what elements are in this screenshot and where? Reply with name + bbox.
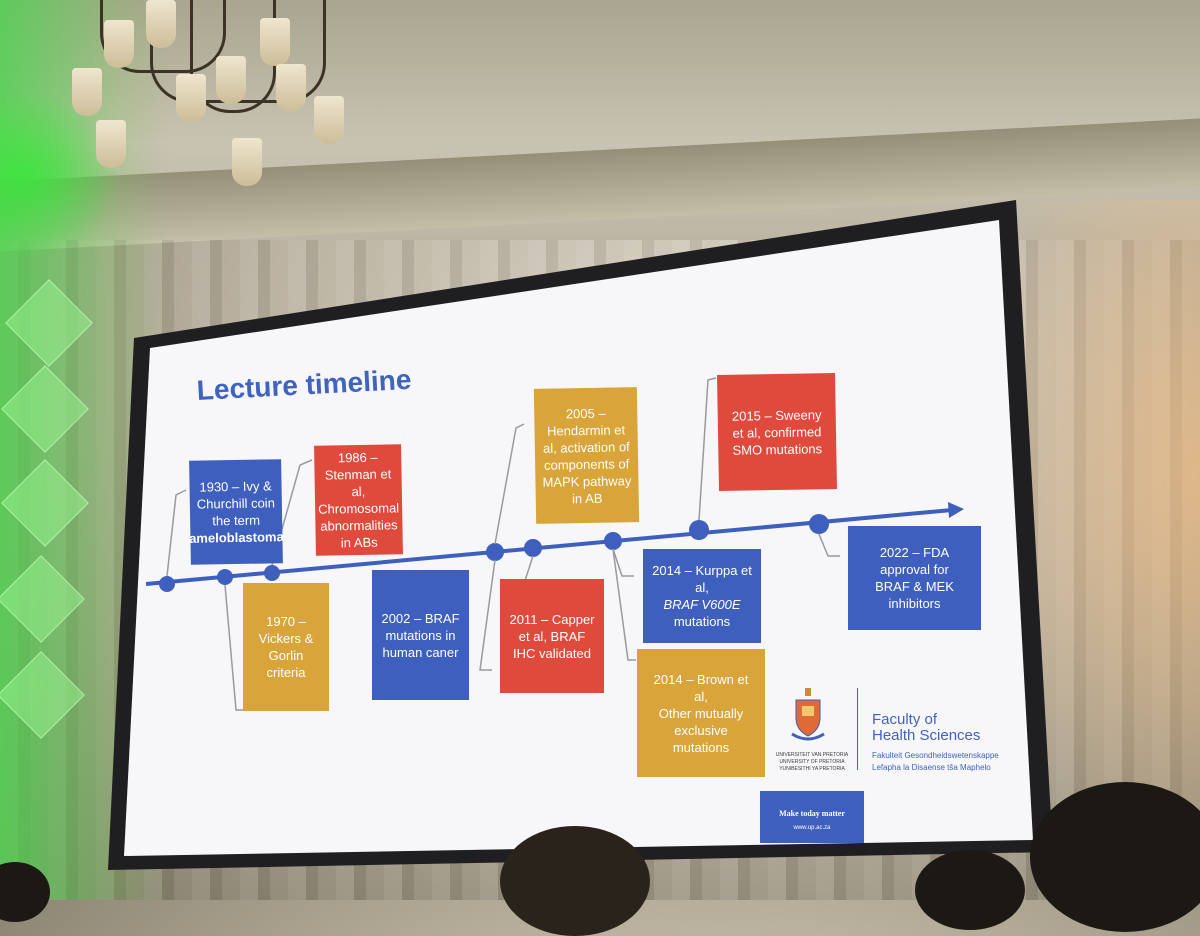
lamp-shade <box>276 64 306 112</box>
timeline-dot <box>689 520 709 540</box>
timeline-dot <box>217 569 233 585</box>
event-1970: 1970 – Vickers & Gorlin criteria <box>243 583 329 711</box>
event-2014-kurppa: 2014 – Kurppa et al, BRAF V600E mutation… <box>643 549 761 643</box>
lamp-shade <box>104 20 134 68</box>
event-2014-brown: 2014 – Brown et al, Other mutually exclu… <box>637 649 765 777</box>
lamp-shade <box>314 96 344 144</box>
event-2022: 2022 – FDA approval for BRAF & MEK inhib… <box>848 526 981 630</box>
lamp-shade <box>216 56 246 104</box>
connector-line <box>166 489 187 577</box>
event-1930: 1930 – Ivy & Churchill coin the term ame… <box>189 459 284 565</box>
audience-head <box>915 850 1025 930</box>
lamp-shade <box>146 0 176 48</box>
event-2002: 2002 – BRAF mutations in human caner <box>372 570 469 700</box>
logo-divider <box>857 688 858 770</box>
tagline-banner: Make today matter www.up.ac.za <box>760 791 864 843</box>
timeline-arrowhead <box>948 502 964 518</box>
lamp-shade <box>176 74 206 122</box>
event-2011: 2011 – Capper et al, BRAF IHC validated <box>500 579 604 693</box>
connector-line <box>698 377 717 521</box>
slide: Lecture timeline 1930 – Ivy & <box>145 364 999 843</box>
university-name: UNIVERSITEIT VAN PRETORIA UNIVERSITY OF … <box>775 752 849 772</box>
event-1986: 1986 – Stenman et al, Chromosomal abnorm… <box>314 444 403 556</box>
event-2005: 2005 – Hendarmin et al, activation of co… <box>533 387 640 524</box>
audience-head <box>500 826 650 936</box>
timeline-dot <box>264 565 280 581</box>
faculty-name: Faculty of Health Sciences <box>872 711 981 744</box>
timeline-dot <box>809 514 829 534</box>
tagline: Make today matter <box>779 809 845 818</box>
audience-head <box>1030 782 1200 932</box>
connector-line <box>818 533 840 557</box>
lamp-shade <box>260 18 290 66</box>
university-url: www.up.ac.za <box>793 825 831 831</box>
university-crest-icon <box>791 688 825 741</box>
green-ceiling-light <box>0 90 120 260</box>
connector-line <box>612 548 634 577</box>
connector-line <box>494 423 525 545</box>
timeline-dot <box>159 576 175 592</box>
faculty-translations: Fakulteit Gesondheidswetenskappe Lefapha… <box>872 751 999 772</box>
connector-line <box>612 548 636 661</box>
lamp-shade <box>232 138 262 186</box>
event-2015: 2015 – Sweeny et al, confirmed SMO mutat… <box>716 372 838 492</box>
connector-line <box>479 559 496 671</box>
lamp-shade <box>96 120 126 168</box>
timeline-graphic <box>145 377 964 711</box>
timeline-dot <box>486 543 504 561</box>
connector-line <box>224 584 244 711</box>
timeline-dot <box>604 532 622 550</box>
lamp-shade <box>72 68 102 116</box>
timeline-dot <box>524 539 542 557</box>
